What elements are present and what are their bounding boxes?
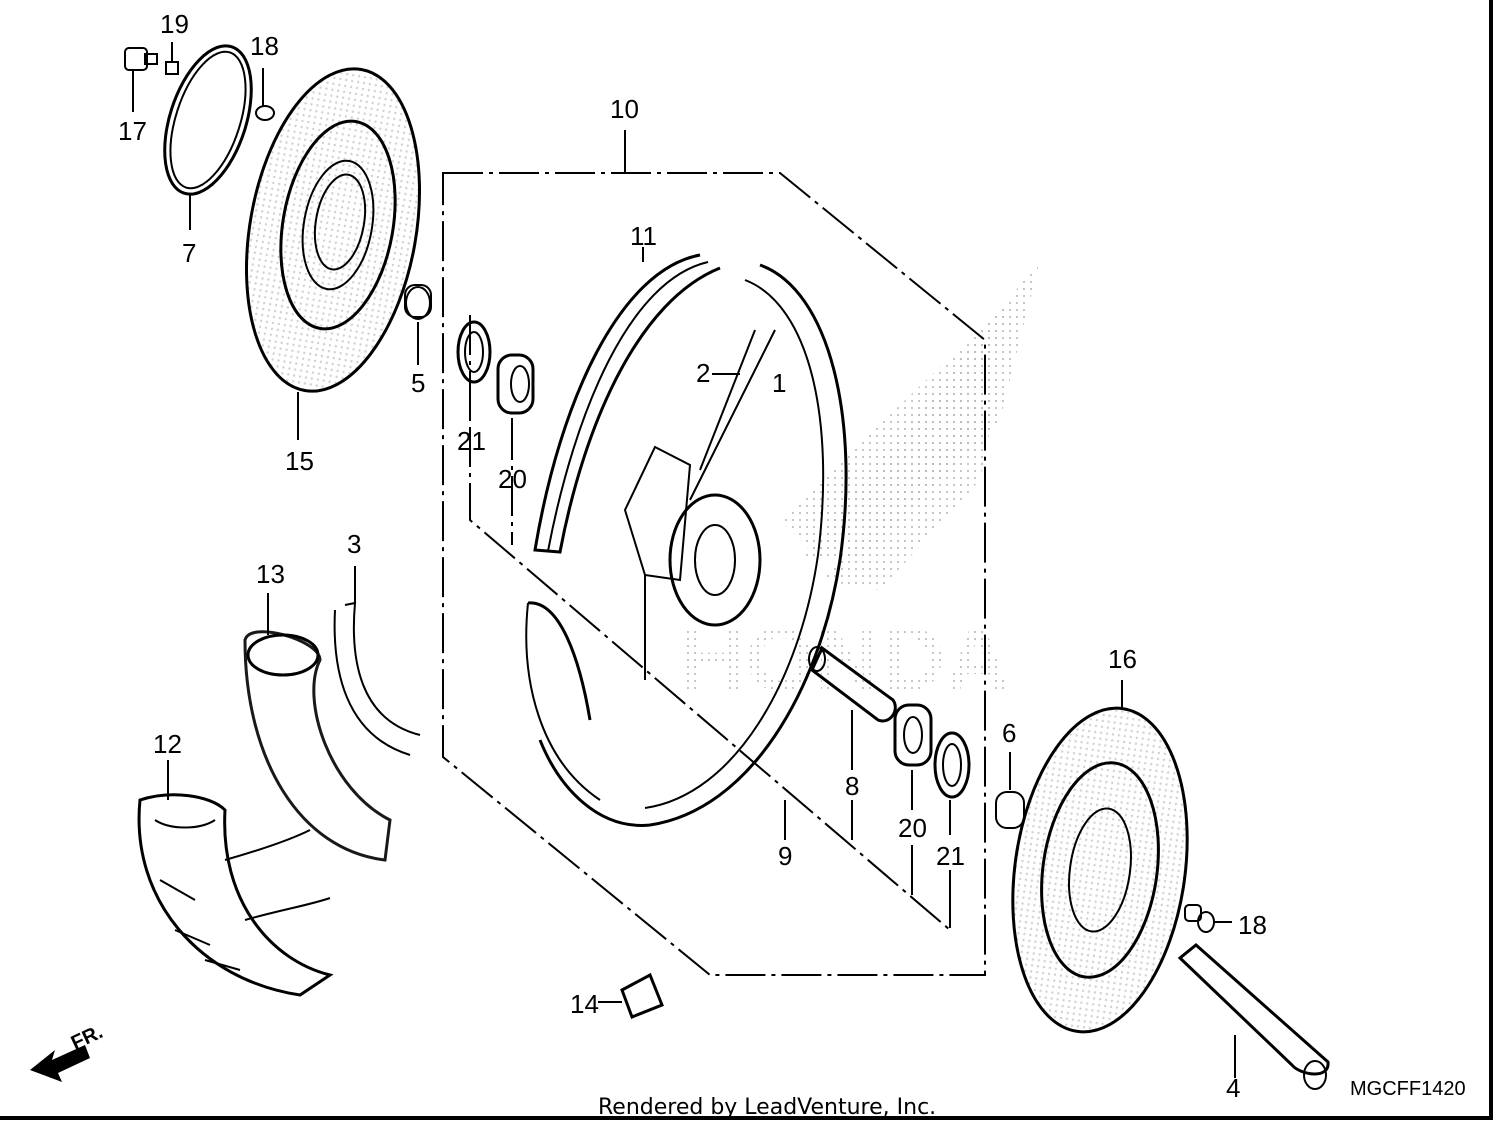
direction-label: FR. — [68, 1021, 106, 1055]
tire-12-icon — [137, 760, 334, 997]
hub-icon — [623, 329, 776, 680]
callout-2: 2 — [696, 358, 710, 388]
callout-17: 17 — [118, 116, 147, 146]
rim-11-icon — [525, 247, 848, 827]
callout-10: 10 — [610, 94, 639, 124]
collar-5-icon — [404, 284, 432, 365]
tube-13-icon — [243, 593, 392, 862]
dust-seal-21-left-icon — [456, 320, 492, 420]
bolt-18-right-icon — [1184, 904, 1232, 933]
nut-19-icon — [165, 42, 179, 75]
bearing-20-left-icon — [496, 353, 535, 458]
callout-13: 13 — [256, 559, 285, 589]
front-direction-arrow-icon: FR. — [30, 1021, 106, 1082]
callout-16: 16 — [1108, 644, 1137, 674]
valve-14-icon — [598, 972, 664, 1019]
callout-5: 5 — [411, 368, 425, 398]
callout-4: 4 — [1226, 1073, 1240, 1103]
rivet-18-icon — [255, 68, 275, 121]
pulser-ring-7-icon — [163, 44, 253, 230]
callout-6: 6 — [1002, 718, 1016, 748]
callout-21-left: 21 — [457, 426, 486, 456]
callout-20-right: 20 — [898, 813, 927, 843]
callout-15: 15 — [285, 446, 314, 476]
callout-20-left: 20 — [498, 464, 527, 494]
callout-3: 3 — [347, 529, 361, 559]
callout-12: 12 — [153, 729, 182, 759]
dust-seal-21-right-icon — [933, 731, 971, 928]
callout-14: 14 — [570, 989, 599, 1019]
figure-code: MGCFF1420 — [1350, 1078, 1466, 1100]
callout-21-right: 21 — [936, 841, 965, 871]
footer-credit: Rendered by LeadVenture, Inc. — [598, 1095, 936, 1120]
bearing-20-right-icon — [893, 703, 933, 895]
callout-8: 8 — [845, 771, 859, 801]
rim-band-3-icon — [333, 566, 421, 756]
callout-11: 11 — [630, 221, 657, 251]
brake-disc-16-icon — [1011, 680, 1189, 1034]
callout-18-top: 18 — [250, 31, 279, 61]
callout-9: 9 — [778, 841, 792, 871]
distance-collar-8-icon — [808, 645, 897, 840]
callout-1: 1 — [772, 368, 786, 398]
brake-disc-15-icon — [244, 67, 422, 440]
bolt-17-icon — [124, 47, 158, 112]
callout-19: 19 — [160, 9, 189, 39]
collar-6-icon — [995, 752, 1025, 829]
axle-4-icon — [1177, 943, 1330, 1090]
callout-18-right: 18 — [1238, 910, 1267, 940]
callout-7: 7 — [182, 238, 196, 268]
